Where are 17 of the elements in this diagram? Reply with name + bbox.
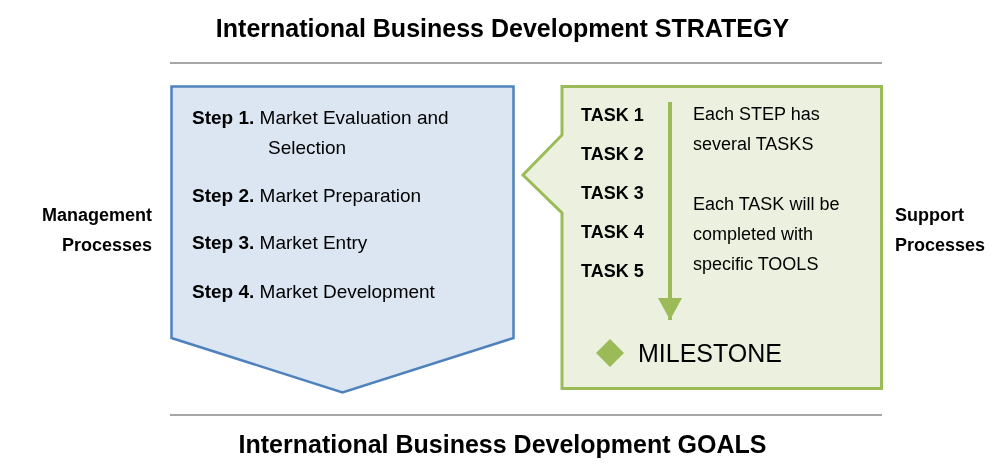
note-text: Each STEP has several TASKS	[693, 103, 821, 156]
arrow	[658, 102, 682, 320]
task-label: TASK 2	[581, 144, 644, 165]
task-label: TASK 3	[581, 183, 644, 204]
side-label: Support Processes	[895, 204, 987, 257]
step-text: Step 4. Market Development	[192, 280, 436, 304]
task-label: TASK 5	[581, 261, 644, 282]
task-label: TASK 1	[581, 105, 644, 126]
side-label: Management Processes	[40, 204, 152, 257]
step-text: Step 1. Market Evaluation and Selection	[192, 106, 450, 160]
caption: International Business Development GOALS	[237, 430, 768, 459]
title: International Business Development STRATEGY	[214, 14, 791, 43]
note-text: Each TASK will be completed with specific TOOLS	[693, 193, 841, 276]
milestone-label: MILESTONE	[638, 338, 783, 368]
task-label: TASK 4	[581, 222, 644, 243]
step-text: Step 3. Market Entry	[192, 231, 369, 255]
step-text: Step 2. Market Preparation	[192, 184, 423, 208]
